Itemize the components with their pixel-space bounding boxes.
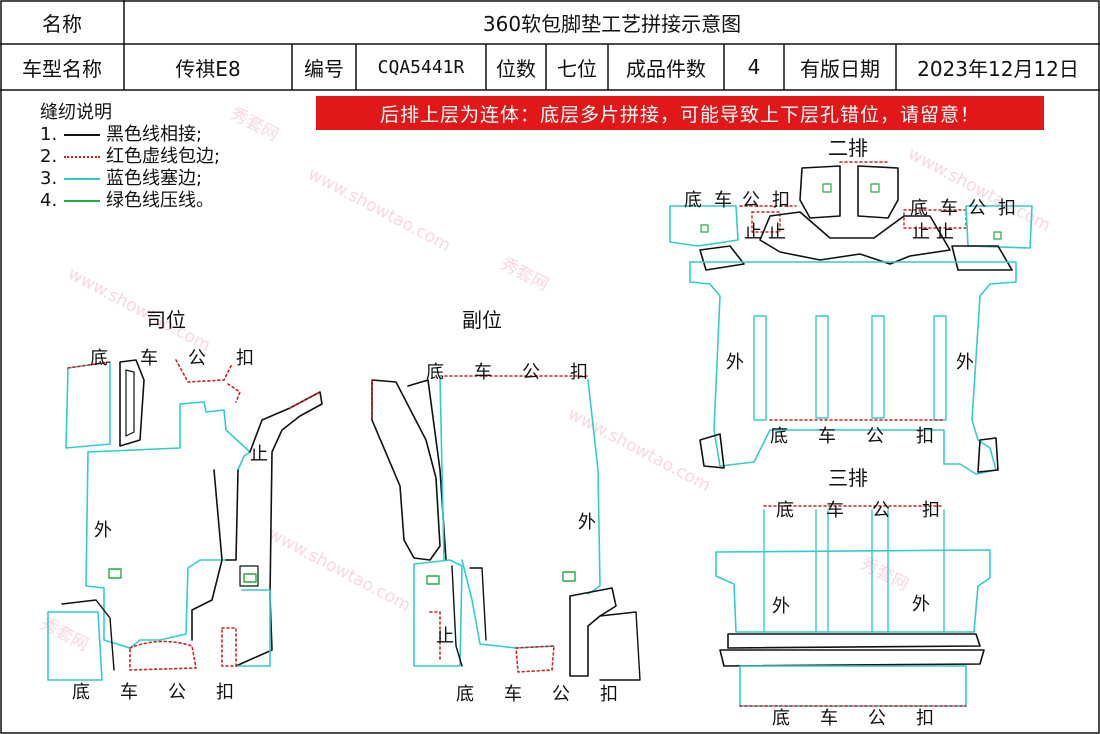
legend-num: 3. [40, 168, 58, 189]
mark-gong: 公 [522, 362, 540, 383]
legend-text: 黑色线相接; [106, 124, 203, 145]
legend-item: 3. 蓝色线塞边; [40, 168, 220, 190]
row3-mat [715, 505, 991, 707]
mark-che: 车 [474, 362, 492, 383]
mark-zhi: 止 [912, 222, 930, 243]
mark-di: 底 [90, 348, 108, 369]
legend-item: 4. 绿色线压线。 [40, 190, 220, 212]
sewing-legend: 缝纫说明 1. 黑色线相接; 2. 红色虚线包边; 3. 蓝色线塞边; 4. 绿… [40, 102, 220, 212]
warning-banner: 后排上层为连体：底层多片拼接，可能导致上下层孔错位，请留意！ [316, 96, 1044, 130]
mark-zhi: 止 [936, 222, 954, 243]
mark-kou: 扣 [916, 426, 934, 447]
mark-wai: 外 [772, 596, 790, 617]
mark-wai: 外 [956, 352, 974, 373]
legend-text: 蓝色线塞边; [106, 168, 203, 189]
section-title-row3: 三排 [828, 466, 868, 490]
legend-text: 红色虚线包边; [106, 146, 221, 167]
legend-item: 2. 红色虚线包边; [40, 146, 220, 168]
name-label: 名称 [42, 11, 82, 36]
mark-wai: 外 [578, 512, 596, 533]
mark-di: 底 [72, 682, 90, 703]
mark-kou: 扣 [772, 190, 790, 211]
mark-kou: 扣 [570, 362, 588, 383]
mark-gong: 公 [968, 198, 986, 219]
pieces-value: 4 [747, 55, 761, 79]
mark-di: 底 [456, 684, 474, 705]
section-title-row2: 二排 [828, 136, 868, 160]
section-title-passenger: 副位 [462, 308, 502, 332]
mark-kou: 扣 [998, 198, 1016, 219]
mark-kou: 扣 [922, 500, 940, 521]
mark-che: 车 [504, 684, 522, 705]
mark-zhi: 止 [768, 222, 786, 243]
mark-zhi: 止 [744, 222, 762, 243]
mark-che: 车 [714, 190, 732, 211]
mark-di: 底 [772, 708, 790, 729]
legend-item: 1. 黑色线相接; [40, 124, 220, 146]
seat-value: 七位 [557, 56, 597, 81]
mark-zhi: 止 [250, 444, 268, 465]
mark-zhi: 止 [436, 626, 454, 647]
mark-gong: 公 [868, 708, 886, 729]
mark-kou: 扣 [600, 684, 618, 705]
black-line-swatch [64, 134, 100, 136]
mark-che: 车 [140, 348, 158, 369]
legend-title: 缝纫说明 [40, 102, 112, 123]
mark-gong: 公 [742, 190, 760, 211]
mark-di: 底 [776, 500, 794, 521]
legend-num: 2. [40, 146, 58, 167]
mark-che: 车 [818, 426, 836, 447]
legend-num: 4. [40, 190, 58, 211]
pieces-label: 成品件数 [626, 56, 706, 81]
mark-gong: 公 [552, 684, 570, 705]
green-line-swatch [64, 200, 100, 202]
date-label: 有版日期 [800, 56, 880, 81]
model-value: 传祺E8 [175, 56, 241, 81]
mark-gong: 公 [866, 426, 884, 447]
mark-che: 车 [820, 708, 838, 729]
mark-kou: 扣 [236, 348, 254, 369]
mark-wai: 外 [726, 352, 744, 373]
model-label: 车型名称 [22, 56, 102, 81]
date-value: 2023年12月12日 [917, 56, 1079, 81]
code-label: 编号 [304, 56, 344, 81]
mark-wai: 外 [94, 520, 112, 541]
mark-wai: 外 [912, 594, 930, 615]
mark-di: 底 [770, 426, 788, 447]
passenger-mat [371, 375, 641, 681]
red-dotted-swatch [64, 156, 100, 158]
mark-che: 车 [940, 198, 958, 219]
mark-kou: 扣 [916, 708, 934, 729]
code-value: CQA5441R [377, 56, 465, 78]
mark-kou: 扣 [216, 682, 234, 703]
mark-gong: 公 [188, 348, 206, 369]
row2-mat [669, 161, 1033, 475]
cyan-line-swatch [64, 178, 100, 180]
mark-gong: 公 [872, 500, 890, 521]
mark-che: 车 [120, 682, 138, 703]
mark-di: 底 [684, 190, 702, 211]
legend-text: 绿色线压线。 [106, 190, 214, 211]
mark-di: 底 [426, 362, 444, 383]
page-title: 360软包脚垫工艺拼接示意图 [482, 11, 742, 36]
legend-num: 1. [40, 124, 58, 145]
mark-di: 底 [910, 198, 928, 219]
driver-mat [47, 359, 323, 681]
mark-che: 车 [826, 500, 844, 521]
section-title-driver: 司位 [146, 308, 186, 332]
seat-label: 位数 [496, 56, 536, 81]
mark-gong: 公 [168, 682, 186, 703]
